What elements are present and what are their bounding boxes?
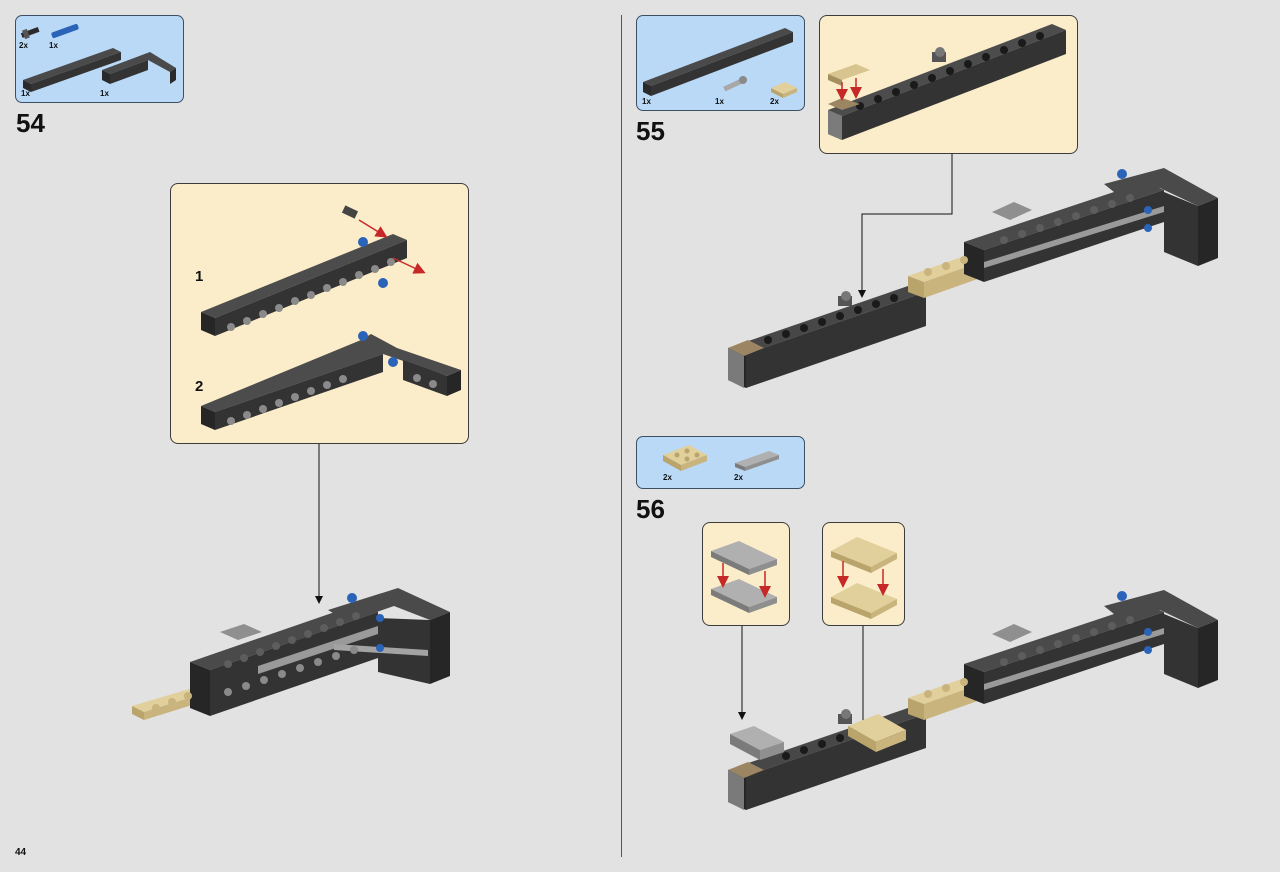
grey-axle-pin-icon [723,76,747,92]
step-56-tan-plate-callout [822,522,905,626]
tan-plate-assembly-illustration [831,537,897,619]
step-54-parts-list: 2x 1x 1x 1x [15,15,184,103]
step-56-grey-plate-callout [702,522,790,626]
step-number: 56 [636,494,665,524]
part-qty: 1x [49,41,58,50]
blue-axle-pin-icon [51,23,79,39]
black-technic-brick-long-icon [643,28,793,96]
grey-plate-1x4-icon [735,451,779,471]
substep-2-l-beam-illustration [201,331,461,430]
black-technic-brick-long-icon [23,48,121,92]
substep-number: 2 [195,378,204,395]
step-55-callout [819,15,1078,154]
part-qty: 2x [663,473,672,482]
step-54-substeps-callout: 1 2 [170,183,469,444]
part-qty: 1x [642,97,651,106]
part-qty: 2x [19,41,28,50]
tan-plate-2x3-icon [663,445,707,471]
part-qty: 1x [21,89,30,98]
substep-1-beam-illustration [201,205,426,336]
step-number: 54 [16,108,45,138]
step-56-parts-list: 2x 2x [636,436,805,489]
page-divider [621,15,622,857]
step-55-callout-illustration [828,24,1066,140]
part-qty: 2x [770,97,779,106]
grey-plate-assembly-illustration [711,541,777,613]
step-55-main-model-illustration [728,168,1218,388]
part-qty: 1x [100,89,109,98]
black-axle-pin-icon [20,27,40,40]
part-qty: 1x [715,97,724,106]
step-55-parts-list: 1x 1x 2x [636,15,805,111]
step-54-main-model-illustration [132,588,450,720]
part-qty: 2x [734,473,743,482]
tan-plate-1x2-icon [771,82,797,98]
substep-number: 1 [195,268,204,285]
step-number: 55 [636,116,665,146]
step-56-main-model-illustration [728,590,1218,810]
black-technic-l-brick-icon [102,52,176,84]
page-number: 44 [15,847,27,858]
